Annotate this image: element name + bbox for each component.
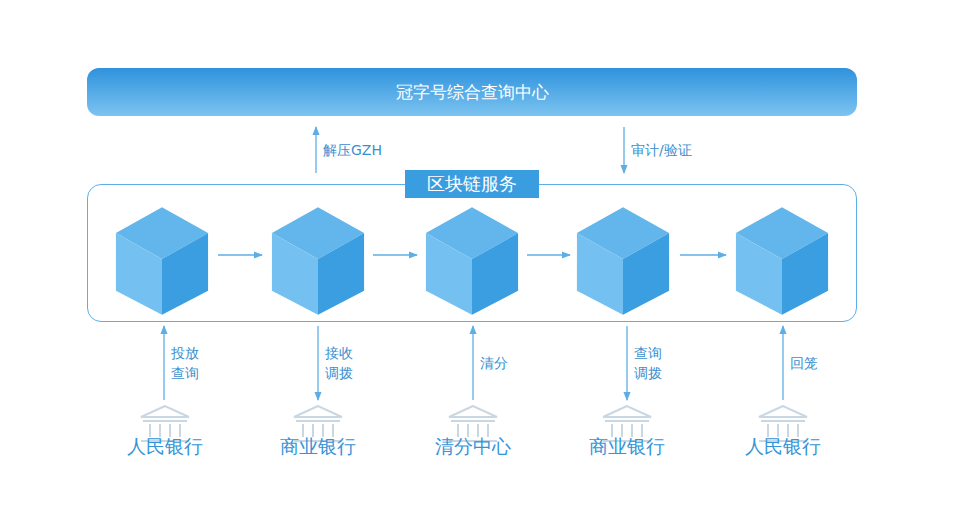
bank-name: 清分中心 [413,434,533,460]
edge-label: 审计/验证 [630,140,693,160]
edge-label: 清分 [479,353,510,373]
edge-label: 接收 调拨 [324,343,355,384]
edge-label: 回笼 [789,353,820,373]
block-cubes [116,207,828,315]
chain-arrows [218,254,726,255]
cube [426,207,518,315]
group-tab: 区块链服务 [405,170,539,198]
group-frame: 区块链服务 [87,184,857,322]
edge-label: 解压GZH [322,140,383,160]
cube [116,207,208,315]
connector-arrow [315,127,316,173]
edge-label: 投放 查询 [170,343,201,384]
bank-node: 商业银行 [258,404,378,462]
bank-node: 清分中心 [413,404,533,462]
cube [272,207,364,315]
connector-arrow [472,326,473,400]
cube [577,207,669,315]
edge-label: 查询 调拨 [633,343,664,384]
band-title: 冠字号综合查询中心 [396,81,549,104]
connector-arrow [782,326,783,400]
service-band: 冠字号综合查询中心 [87,68,857,116]
connector-arrow [317,326,318,400]
bank-node: 商业银行 [567,404,687,462]
bank-name: 商业银行 [567,434,687,460]
bank-node: 人民银行 [105,404,225,462]
connector-arrow [163,326,164,400]
bank-node: 人民银行 [723,404,843,462]
connector-arrow [623,127,624,173]
bank-name: 人民银行 [723,434,843,460]
bank-name: 人民银行 [105,434,225,460]
connector-arrow [626,326,627,400]
cube [736,207,828,315]
bank-name: 商业银行 [258,434,378,460]
